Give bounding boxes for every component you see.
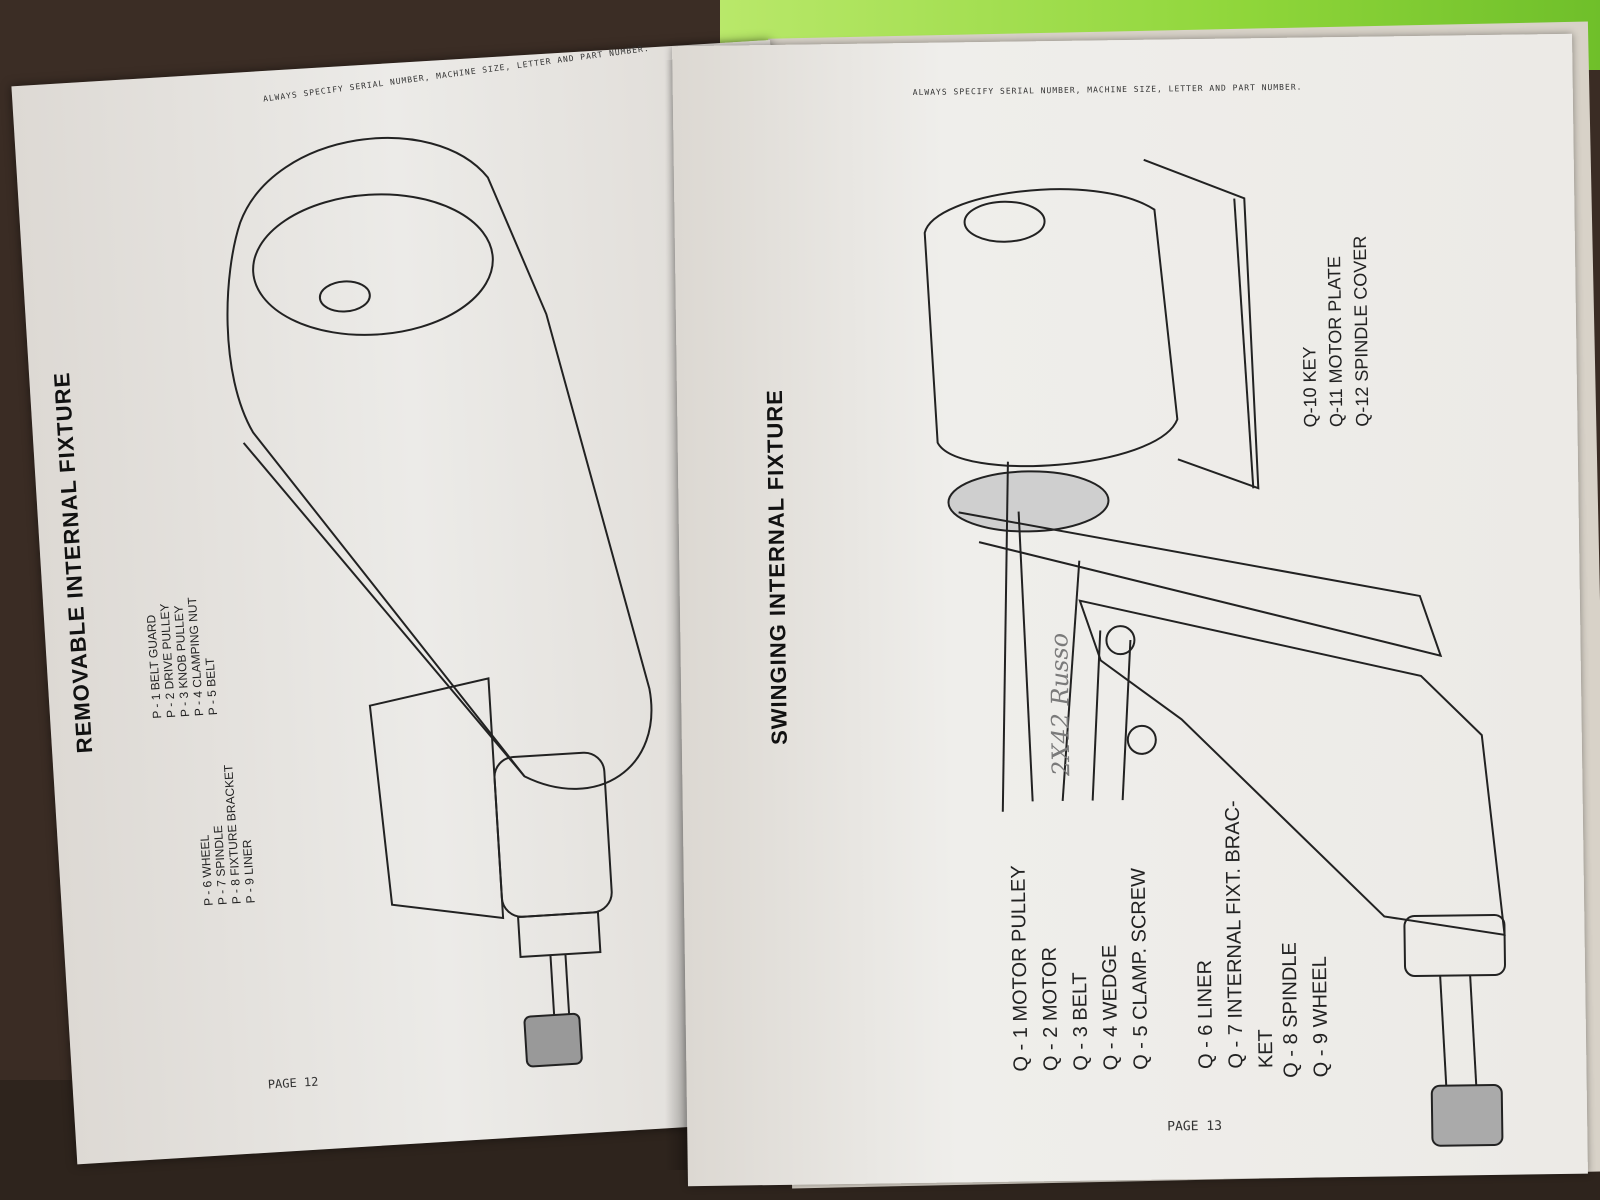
part-label: Q-12 SPINDLE COVER <box>1349 235 1373 427</box>
part-label: Q - 2 MOTOR <box>1038 946 1063 1072</box>
right-page: ALWAYS SPECIFY SERIAL NUMBER, MACHINE SI… <box>672 33 1588 1187</box>
right-parts-list-a: Q - 1 MOTOR PULLEY Q - 2 MOTOR Q - 3 BEL… <box>1004 863 1157 1072</box>
part-label: Q-10 KEY <box>1299 346 1321 428</box>
swinging-fixture-drawing <box>923 158 1506 1147</box>
right-parts-list-c: Q - 8 SPINDLE Q - 9 WHEEL <box>1275 942 1337 1078</box>
handwritten-note: 2X42 Russo <box>1045 632 1076 777</box>
removable-fixture-drawing <box>226 137 653 1068</box>
part-label: Q - 1 MOTOR PULLEY <box>1007 865 1033 1072</box>
right-parts-list-b: Q - 6 LINER Q - 7 INTERNAL FIXT. BRAC- K… <box>1188 800 1282 1069</box>
left-page: ALWAYS SPECIFY SERIAL NUMBER, MACHINE SI… <box>11 40 836 1165</box>
part-label: Q - 8 SPINDLE <box>1278 942 1303 1078</box>
right-page-number: PAGE 13 <box>1167 1118 1223 1135</box>
part-label: Q - 4 WEDGE <box>1098 944 1123 1071</box>
right-parts-list-d: Q-10 KEY Q-11 MOTOR PLATE Q-12 SPINDLE C… <box>1295 236 1376 428</box>
part-label: Q - 5 CLAMP. SCREW <box>1127 867 1153 1071</box>
part-label: Q - 3 BELT <box>1069 972 1093 1071</box>
part-label: Q - 7 INTERNAL FIXT. BRAC- <box>1221 800 1248 1069</box>
part-label: Q-11 MOTOR PLATE <box>1324 255 1347 428</box>
part-label: Q - 9 WHEEL <box>1308 956 1333 1078</box>
part-label: Q - 6 LINER <box>1193 959 1218 1070</box>
